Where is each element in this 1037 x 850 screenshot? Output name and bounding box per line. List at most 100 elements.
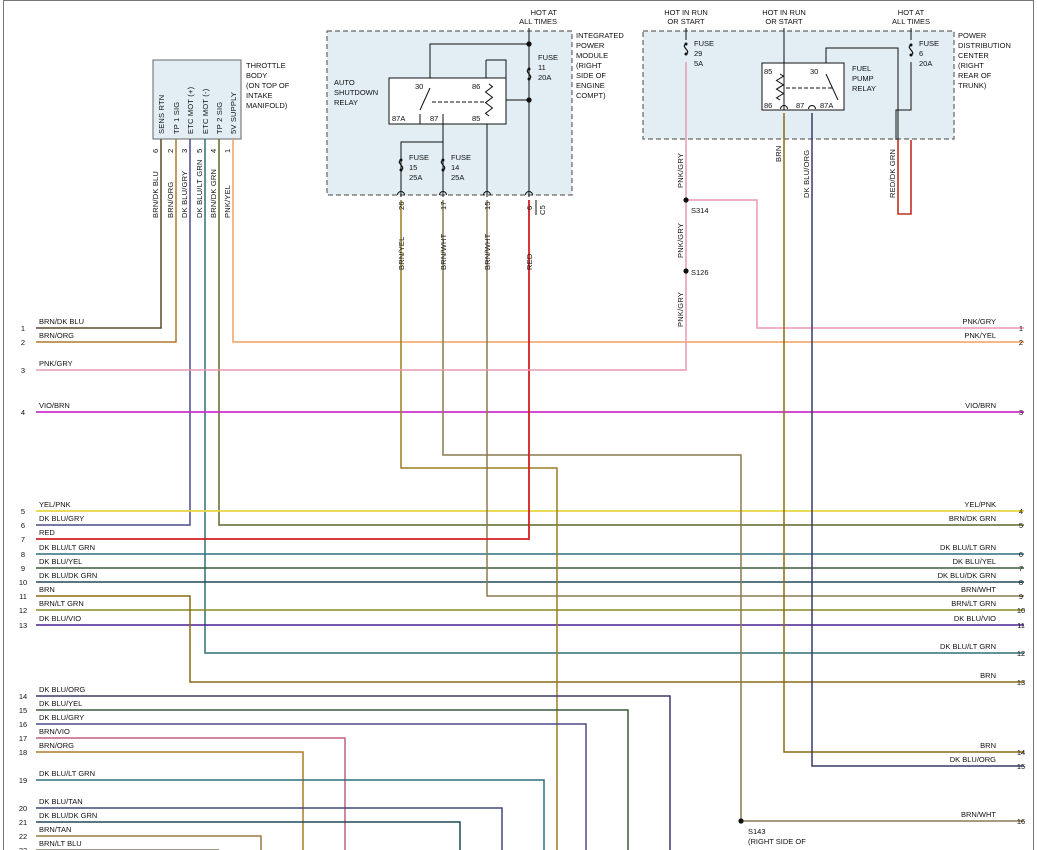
fuse29-label: FUSE xyxy=(694,39,714,48)
right-pin-number: 5 xyxy=(1019,521,1023,530)
tb-pin-num-tp1-sig: 2 xyxy=(166,149,175,153)
wire-brn-yel xyxy=(400,200,558,850)
pdc-fuse-hot-label: ALL TIMES xyxy=(892,17,930,26)
pdc-fuse-6-label: FUSE xyxy=(919,39,939,48)
tb-pin-num-tp2-sig: 4 xyxy=(209,149,218,153)
wire-brn-left-11 xyxy=(36,595,1024,683)
asd-relay-switch xyxy=(419,87,431,111)
ipm-name: POWER xyxy=(576,41,605,50)
fuel-pump-relay-pin-87a: 87A xyxy=(820,101,833,110)
left-pin-number: 3 xyxy=(21,366,25,375)
ipm-fuse-15-label: 25A xyxy=(409,173,422,182)
left-pin-number: 10 xyxy=(19,578,27,587)
wire-red-dk-grn-stub xyxy=(897,140,912,215)
right-pin-number: 13 xyxy=(1017,678,1025,687)
asd-relay-label: AUTO xyxy=(334,78,355,87)
fuse29-hot-label: HOT IN RUN xyxy=(664,8,708,17)
right-pin-wire-label: DK BLU/ORG xyxy=(950,755,996,764)
pdc-brn-label: BRN xyxy=(774,146,783,162)
right-pin-wire-label: PNK/GRY xyxy=(962,317,996,326)
ipm-fuse-11-label: 11 xyxy=(538,63,546,72)
tb-wire-label-tp1-sig: BRN/ORG xyxy=(166,182,175,218)
wire-dk-blu-lt-grn-tb xyxy=(204,139,1024,654)
ipm-fuse-14-end xyxy=(441,158,445,162)
fuse29-label: 29 xyxy=(694,49,702,58)
pdc-fuse-6-label: 6 xyxy=(919,49,923,58)
right-pin-number: 4 xyxy=(1019,507,1023,516)
ipm-fuse-11-label: FUSE xyxy=(538,53,558,62)
fuel-pump-relay-box xyxy=(761,62,845,111)
left-pin-number: 12 xyxy=(19,606,27,615)
splice-s126-label: S126 xyxy=(691,268,709,277)
ipm-fuse-14-label: FUSE xyxy=(451,153,471,162)
ipm-fuse-14-label: 25A xyxy=(451,173,464,182)
left-pin-wire-label: BRN/ORG xyxy=(39,741,74,750)
throttle-body-box xyxy=(152,59,242,140)
ipm-fuse-14-label: 14 xyxy=(451,163,459,172)
left-pin-number: 5 xyxy=(21,507,25,516)
wire-brn-org-18 xyxy=(36,751,304,850)
pdc-name: DISTRIBUTION xyxy=(958,41,1011,50)
left-pin-wire-label: DK BLU/VIO xyxy=(39,614,81,623)
left-pin-number: 4 xyxy=(21,408,25,417)
fuel-pump-relay-label: PUMP xyxy=(852,74,874,83)
ipm-fuse-15-end xyxy=(399,158,403,162)
left-pin-wire-label: RED xyxy=(39,528,55,537)
splice-s314 xyxy=(683,197,689,203)
right-pin-wire-label: BRN xyxy=(980,741,996,750)
left-pin-wire-label: DK BLU/LT GRN xyxy=(39,543,95,552)
splice-s314-label: S314 xyxy=(691,206,709,215)
ipm-name: (RIGHT xyxy=(576,61,602,70)
ipm-pin-15-wire-label: BRN/WHT xyxy=(483,233,492,270)
right-pin-wire-label: BRN/WHT xyxy=(961,585,996,594)
right-pin-wire-label: BRN/DK GRN xyxy=(949,514,996,523)
wire-brn-dk-blu xyxy=(36,139,162,329)
right-pin-number: 14 xyxy=(1017,748,1025,757)
tb-wire-label-supply-5v: PNK/YEL xyxy=(223,185,232,218)
ipm-hot-label: ALL TIMES xyxy=(519,17,557,26)
left-pin-number: 17 xyxy=(19,734,27,743)
fuel-pump-relay-label: RELAY xyxy=(852,84,876,93)
ipm-fuse-15-label: 15 xyxy=(409,163,417,172)
right-pin-number: 3 xyxy=(1019,408,1023,417)
left-pin-wire-label: DK BLU/DK GRN xyxy=(39,571,97,580)
left-pin-wire-label: DK BLU/LT GRN xyxy=(39,769,95,778)
pnk-gry-label-c: PNK/GRY xyxy=(676,292,685,327)
splice-s143 xyxy=(738,818,744,824)
left-pin-wire-label: YEL/PNK xyxy=(39,500,71,509)
wire-dk-blu-yel-15 xyxy=(36,709,629,850)
right-pin-wire-label: DK BLU/DK GRN xyxy=(938,571,996,580)
wire-red xyxy=(36,200,530,540)
splice-s126 xyxy=(683,268,689,274)
wire-pnk-gry-right xyxy=(686,199,1024,329)
fuel-pump-relay-switch xyxy=(825,73,839,101)
left-pin-number: 21 xyxy=(19,818,27,827)
fuel-pump-relay-87-cap xyxy=(808,105,816,110)
ipm-pin-15-num: 15 xyxy=(483,201,492,210)
pdc-fuse-hot-label: HOT AT xyxy=(898,8,925,17)
left-pin-wire-label: DK BLU/GRY xyxy=(39,514,84,523)
left-pin-number: 1 xyxy=(21,324,25,333)
ipm-fuse-11-end xyxy=(527,67,531,71)
left-pin-wire-label: BRN/LT GRN xyxy=(39,599,84,608)
fuel-pump-relay-86-cap xyxy=(780,105,788,110)
wire-brn-wht-17 xyxy=(442,200,742,821)
tb-pin-num-supply-5v: 1 xyxy=(223,149,232,153)
right-pin-number: 16 xyxy=(1017,817,1025,826)
wire-brn-org xyxy=(36,139,177,343)
asd-relay-pin-87: 87 xyxy=(430,114,438,123)
throttle-body-name: BODY xyxy=(246,71,267,80)
fuel-pump-relay-30-feed xyxy=(825,47,899,140)
left-pin-number: 6 xyxy=(21,521,25,530)
pnk-gry-label-b: PNK/GRY xyxy=(676,223,685,258)
ipm-pin-26-wire-label: BRN/YEL xyxy=(397,237,406,271)
right-pin-number: 9 xyxy=(1019,592,1023,601)
tb-pin-label-etc-mot-neg: ETC MOT (-) xyxy=(201,88,210,134)
ipm-pin-17-wire-label: BRN/WHT xyxy=(439,233,448,270)
right-pin-wire-label: PNK/YEL xyxy=(964,331,996,340)
wire-brn-dk-grn xyxy=(218,139,1024,526)
right-pin-wire-label: YEL/PNK xyxy=(964,500,996,509)
right-pin-number: 12 xyxy=(1017,649,1025,658)
right-pin-number: 7 xyxy=(1019,564,1023,573)
fuel-pump-relay-pin-87: 87 xyxy=(796,101,804,110)
